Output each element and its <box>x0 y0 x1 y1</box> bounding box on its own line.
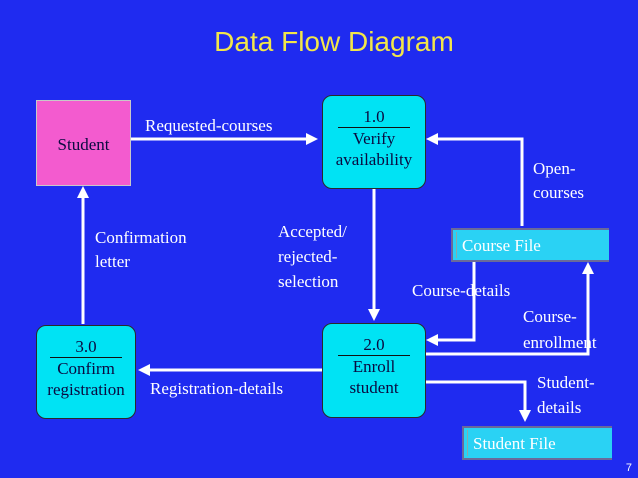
flow-label-requested-courses: Requested-courses <box>145 116 273 135</box>
flow-label-confirmation-1: Confirmation <box>95 228 187 247</box>
flow-label-course-enrollment-2: enrollment <box>523 333 597 352</box>
process-3-line2: registration <box>47 380 125 399</box>
flow-label-student-details-1: Student- <box>537 373 595 392</box>
arrow-requested-courses <box>131 133 318 145</box>
flow-label-accepted-3: selection <box>278 272 339 291</box>
flow-label-registration-details: Registration-details <box>150 379 284 398</box>
flow-label-course-enrollment-1: Course- <box>523 307 577 326</box>
arrow-student-details <box>426 380 531 422</box>
flow-label-open-courses-2: courses <box>533 183 584 202</box>
process-3-line1: Confirm <box>57 359 115 378</box>
course-file-label: Course File <box>462 236 541 255</box>
student-file-store: Student File <box>462 426 612 460</box>
process-1-line2: availability <box>335 150 413 169</box>
page-number: 7 <box>625 462 632 474</box>
arrow-accepted-rejected <box>368 189 380 321</box>
student-entity-label: Student <box>57 135 110 154</box>
student-file-label: Student File <box>473 434 556 453</box>
process-2-line2: student <box>349 378 399 397</box>
arrow-course-enrollment <box>426 262 594 356</box>
arrow-confirmation-letter <box>77 186 89 324</box>
process-enroll-student: 2.0 Enroll student <box>322 323 426 418</box>
flow-label-course-details: Course-details <box>412 281 511 300</box>
process-3-id: 3.0 <box>50 336 122 358</box>
flow-label-student-details-2: details <box>537 398 582 417</box>
process-1-line1: Verify <box>352 129 396 148</box>
process-1-id: 1.0 <box>338 106 410 128</box>
flow-label-confirmation-2: letter <box>95 252 130 271</box>
arrow-registration-details <box>138 364 323 376</box>
process-2-id: 2.0 <box>338 334 410 356</box>
flow-label-accepted-2: rejected- <box>278 247 338 266</box>
flow-label-accepted-1: Accepted/ <box>278 222 347 241</box>
course-file-store: Course File <box>451 228 609 262</box>
process-confirm-registration: 3.0 Confirm registration <box>36 325 136 419</box>
diagram-title: Data Flow Diagram <box>214 26 454 57</box>
process-verify-availability: 1.0 Verify availability <box>322 95 426 189</box>
arrow-open-courses <box>426 133 524 226</box>
arrow-course-details <box>426 262 476 346</box>
student-entity: Student <box>36 100 131 186</box>
flow-label-open-courses-1: Open- <box>533 159 576 178</box>
process-2-line1: Enroll <box>352 357 396 376</box>
